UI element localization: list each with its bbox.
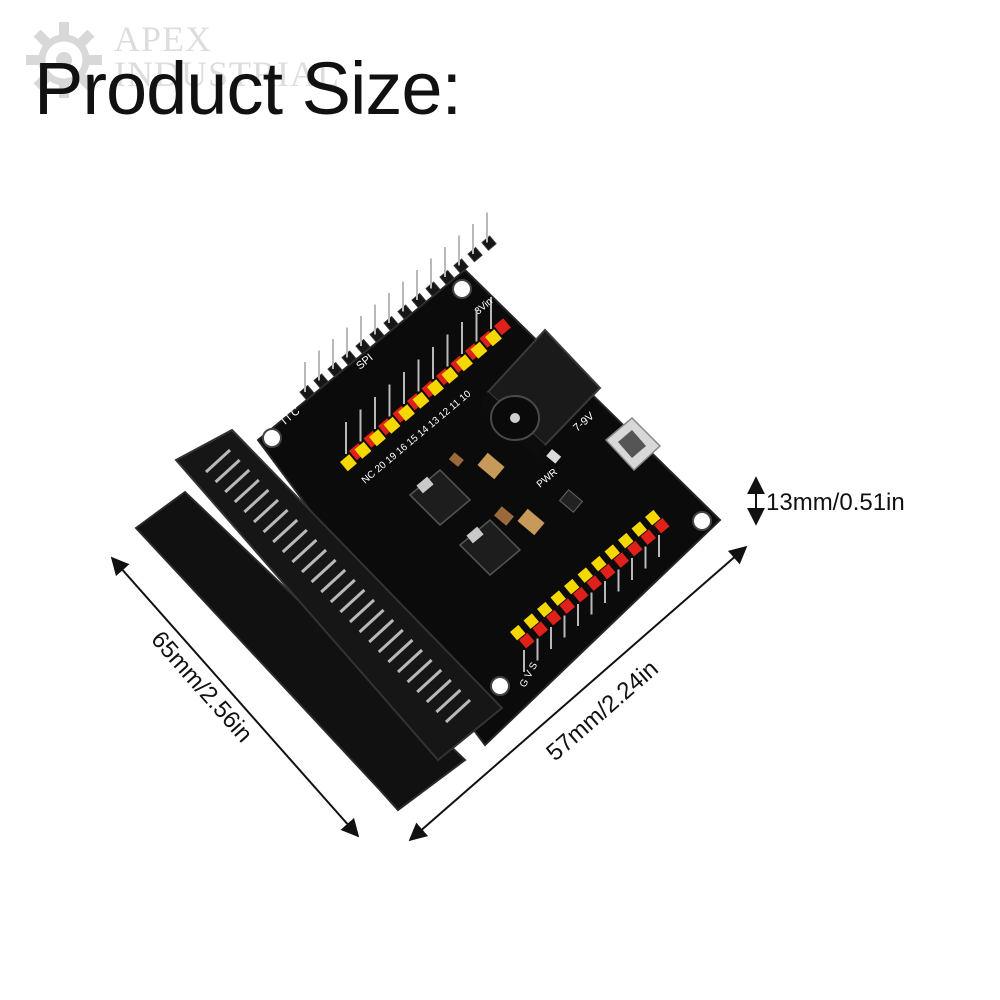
header-pin-red bbox=[640, 529, 656, 545]
header-pin-yellow bbox=[354, 441, 372, 459]
header-pin-yellow bbox=[617, 532, 634, 549]
mounting-hole bbox=[452, 279, 472, 299]
height-dimension-label: 13mm/0.51in bbox=[766, 489, 905, 516]
connector-pin bbox=[358, 608, 385, 634]
black-header-pin bbox=[355, 338, 371, 355]
header-pin-yellow bbox=[397, 404, 415, 422]
black-header-pin bbox=[397, 304, 413, 320]
length-dimension-line bbox=[110, 556, 360, 838]
connector-pin bbox=[377, 628, 404, 654]
connector-pin bbox=[281, 528, 308, 554]
black-header-pin bbox=[425, 281, 441, 297]
black-header-pin bbox=[313, 373, 329, 389]
gear-icon bbox=[26, 22, 102, 98]
mounting-hole bbox=[262, 428, 282, 448]
header-pin-red bbox=[493, 318, 511, 336]
black-header-pin bbox=[341, 350, 357, 366]
micro-usb-port bbox=[604, 416, 662, 472]
connector-pin bbox=[262, 508, 289, 534]
header-pin-yellow bbox=[383, 416, 401, 434]
header-pin-red bbox=[654, 517, 670, 534]
watermark-line2: INDUSTRIAL bbox=[114, 54, 340, 95]
black-header-pin bbox=[411, 292, 427, 309]
header-pin-yellow bbox=[441, 366, 459, 384]
top-pin-header bbox=[340, 297, 511, 472]
black-header-pin bbox=[439, 269, 455, 286]
black-header-pin bbox=[467, 246, 483, 263]
connector-pin bbox=[252, 498, 280, 524]
header-pin-yellow bbox=[412, 391, 430, 409]
connector-pin bbox=[387, 638, 414, 664]
header-pin-yellow bbox=[470, 341, 488, 359]
watermark-line1: APEX bbox=[114, 19, 213, 59]
length-dimension-label: 65mm/2.56in bbox=[146, 626, 258, 748]
dc-power-jack bbox=[480, 328, 602, 460]
connector-pin bbox=[214, 458, 241, 484]
connector-pin bbox=[204, 448, 232, 474]
black-header-pin bbox=[369, 327, 385, 343]
watermark: APEX INDUSTRIAL bbox=[22, 18, 339, 107]
page-title: Product Size: bbox=[34, 47, 462, 130]
black-header-pin bbox=[453, 258, 469, 274]
header-pin-yellow bbox=[340, 454, 357, 472]
black-header-pin bbox=[299, 384, 315, 401]
black-header-pin bbox=[481, 235, 497, 251]
header-pin-yellow bbox=[644, 509, 661, 526]
mounting-hole bbox=[692, 511, 712, 531]
header-pin-yellow bbox=[631, 521, 647, 537]
mounting-hole bbox=[490, 676, 510, 696]
connector-pin bbox=[368, 618, 395, 644]
header-pin-yellow bbox=[485, 329, 502, 347]
header-pin-yellow bbox=[456, 354, 473, 372]
voltage-regulator bbox=[408, 468, 472, 527]
black-header-pin bbox=[327, 361, 343, 378]
header-pin-yellow bbox=[426, 379, 444, 397]
header-pin-yellow bbox=[369, 429, 386, 447]
connector-pin bbox=[243, 488, 270, 514]
watermark-text: APEX INDUSTRIAL bbox=[114, 19, 340, 95]
black-pin-headers bbox=[299, 212, 497, 401]
smd-capacitors bbox=[448, 449, 584, 536]
black-header-pin bbox=[383, 315, 399, 332]
connector-pin bbox=[233, 478, 260, 504]
connector-pin bbox=[224, 468, 251, 494]
width-dimension-line bbox=[408, 545, 748, 842]
connector-pin bbox=[272, 518, 299, 544]
